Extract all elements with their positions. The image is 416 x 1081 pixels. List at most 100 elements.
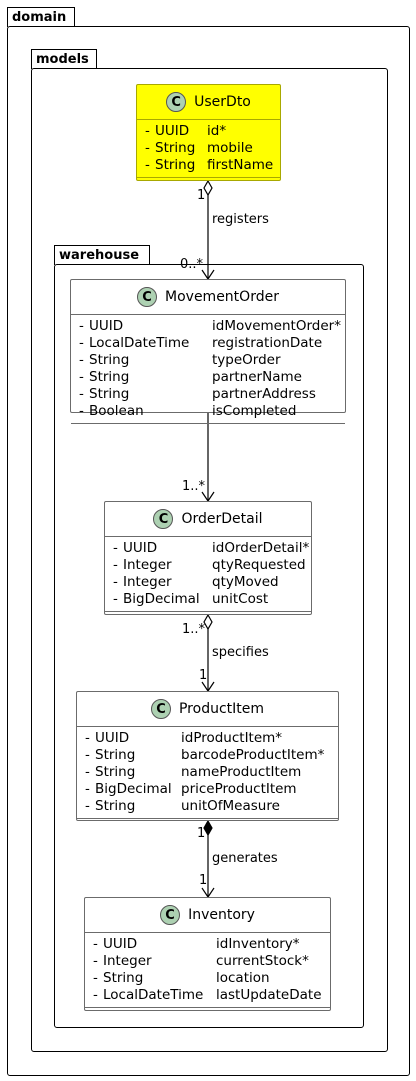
method-list [137,178,280,186]
class-icon: C [160,905,181,925]
class-header: C Inventory [85,898,330,933]
attribute-row: -Boolean isCompleted [79,403,345,420]
registers-label: registers [212,212,269,227]
attribute-type: LocalDateTime [89,335,190,351]
specifies-to-mult: 1 [199,668,208,683]
attribute-name: idOrderDetail* [212,540,310,556]
attribute-type: UUID [103,936,138,952]
attribute-row: -UUID idInventory* [93,936,330,953]
attribute-type: Integer [123,574,172,590]
attribute-type: String [103,970,144,986]
visibility-marker: - [145,157,150,173]
class-icon: C [137,287,158,307]
visibility-marker: - [145,123,150,139]
visibility-marker: - [85,764,90,780]
specifies-from-mult: 1..* [182,622,206,637]
visibility-marker: - [79,403,84,419]
registers-from-mult: 1 [197,188,206,203]
visibility-marker: - [85,747,90,763]
visibility-marker: - [113,574,118,590]
contains-to-mult: 1..* [182,479,206,494]
attribute-type: UUID [89,318,124,334]
package-domain [7,26,410,1076]
attribute-name: nameProductItem [181,764,302,780]
class-name: ProductItem [178,701,265,717]
class-icon: C [166,92,187,112]
attribute-type: Integer [103,953,152,969]
visibility-marker: - [79,335,84,351]
attribute-type: UUID [123,540,158,556]
class-name: UserDto [194,94,251,110]
visibility-marker: - [85,798,90,814]
attribute-type: Integer [123,557,172,573]
attribute-name: isCompleted [212,403,297,419]
attribute-type: String [95,747,136,763]
generates-label: generates [212,851,278,866]
attribute-row: -UUID idProductItem* [85,730,338,747]
visibility-marker: - [145,140,150,156]
attribute-row: -UUID idOrderDetail* [113,540,311,557]
visibility-marker: - [113,591,118,607]
attribute-row: -String nameProductItem [85,764,338,781]
package-models-label: models [36,52,89,67]
visibility-marker: - [113,540,118,556]
attribute-row: -String barcodeProductItem* [85,747,338,764]
attribute-name: idInventory* [216,936,300,952]
specifies-label: specifies [212,645,269,660]
attribute-row: -LocalDateTime registrationDate [79,335,345,352]
visibility-marker: - [85,730,90,746]
visibility-marker: - [93,936,98,952]
attribute-name: idProductItem* [181,730,283,746]
visibility-marker: - [79,318,84,334]
attribute-type: String [89,386,130,402]
attribute-row: -BigDecimal unitCost [113,591,311,608]
attribute-type: UUID [95,730,130,746]
visibility-marker: - [93,970,98,986]
class-name: MovementOrder [165,289,279,305]
generates-from-mult: 1 [197,826,206,841]
package-models [31,68,388,1052]
attribute-name: unitCost [212,591,269,607]
attribute-type: String [155,157,196,173]
visibility-marker: - [113,557,118,573]
attribute-name: barcodeProductItem* [181,747,325,763]
attribute-name: registrationDate [212,335,323,351]
attribute-type: String [155,140,196,156]
attribute-name: mobile [207,140,253,156]
relation-generates [201,819,215,899]
attribute-type: LocalDateTime [103,987,204,1003]
visibility-marker: - [79,386,84,402]
attribute-type: BigDecimal [95,781,172,797]
attribute-type: BigDecimal [123,591,200,607]
attribute-type: String [95,764,136,780]
attribute-row: -String mobile [145,140,280,157]
attribute-name: priceProductItem [181,781,297,797]
attribute-type: Boolean [89,403,144,419]
registers-to-mult: 0..* [180,257,204,272]
attribute-name: currentStock* [216,953,309,969]
package-domain-tab: domain [7,7,75,27]
method-list [85,1008,330,1016]
package-warehouse [54,264,364,1028]
visibility-marker: - [79,352,84,368]
